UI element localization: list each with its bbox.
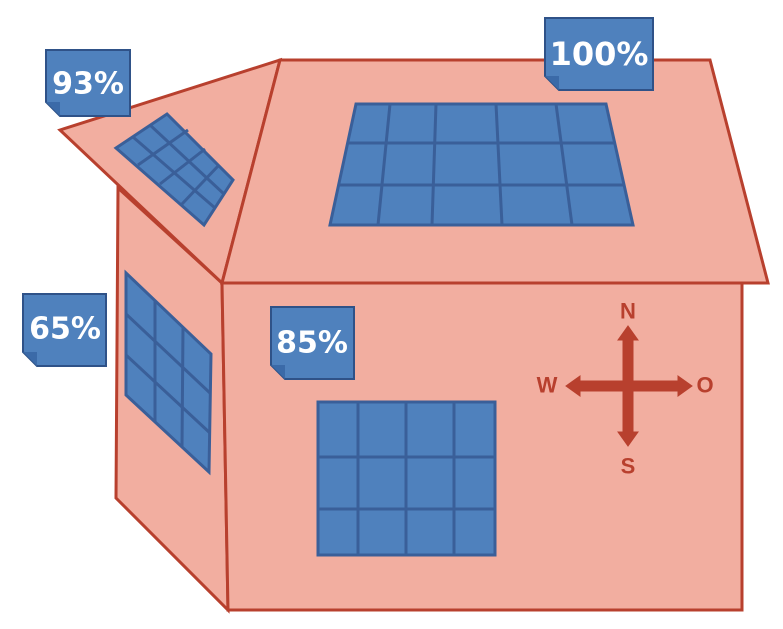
label-main-roof: 100%: [544, 17, 654, 91]
label-left-roof-text: 93%: [52, 67, 124, 102]
compass-south-label: S: [621, 454, 636, 479]
compass-east-label: O: [696, 373, 713, 398]
label-left-wall-text: 65%: [29, 312, 101, 347]
compass: N S W O: [537, 299, 714, 479]
main-roof-solar-panel: [328, 102, 635, 227]
left-roof-solar-panel: [113, 112, 235, 228]
left-wall-solar-panel: [124, 269, 213, 476]
label-main-roof-text: 100%: [550, 35, 649, 73]
label-left-wall: 65%: [22, 293, 107, 367]
compass-arrows: [565, 325, 693, 447]
label-left-roof: 93%: [45, 49, 131, 117]
front-wall-solar-panel: [316, 400, 497, 557]
label-front-wall: 85%: [270, 306, 355, 380]
compass-north-label: N: [620, 299, 636, 324]
label-front-wall-text: 85%: [276, 326, 348, 361]
compass-west-label: W: [537, 373, 558, 398]
